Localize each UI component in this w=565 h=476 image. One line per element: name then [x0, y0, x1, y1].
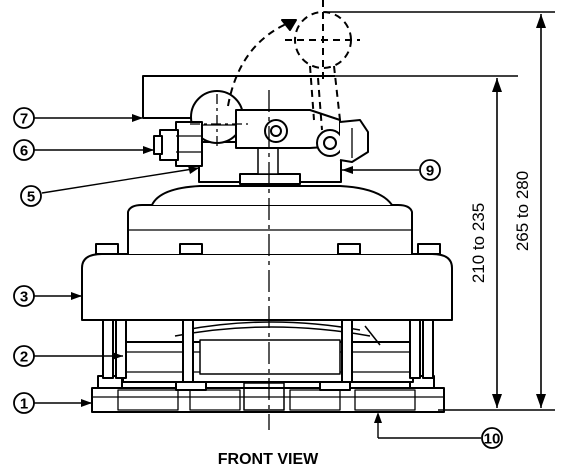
base-plate — [91, 382, 445, 413]
callout-3: 3 — [20, 289, 28, 306]
motor-unit — [122, 321, 414, 383]
dimension-inner: 210 to 235 — [469, 203, 488, 283]
dimension-arrows — [492, 14, 546, 408]
callout-2: 2 — [20, 349, 28, 366]
leader-arrows — [71, 114, 382, 423]
callout-6: 6 — [20, 143, 28, 160]
callout-10: 10 — [484, 431, 501, 448]
caption-front-view: FRONT VIEW — [218, 451, 319, 468]
dimension-outer: 265 to 280 — [513, 171, 532, 251]
leader-lines — [34, 117, 481, 439]
callout-7: 7 — [20, 111, 28, 128]
rocker-arm — [235, 109, 369, 163]
dimension-lines — [325, 11, 555, 411]
callout-5: 5 — [27, 189, 35, 206]
bell-housing — [81, 185, 453, 321]
swing-arrow — [281, 19, 297, 31]
callout-1: 1 — [20, 396, 28, 413]
callout-9: 9 — [426, 163, 434, 180]
callout-labels: 7 6 5 3 2 1 9 10 — [20, 111, 501, 448]
swing-path — [227, 0, 360, 131]
callout-circles — [13, 107, 503, 449]
pipe-fitting — [153, 121, 203, 167]
